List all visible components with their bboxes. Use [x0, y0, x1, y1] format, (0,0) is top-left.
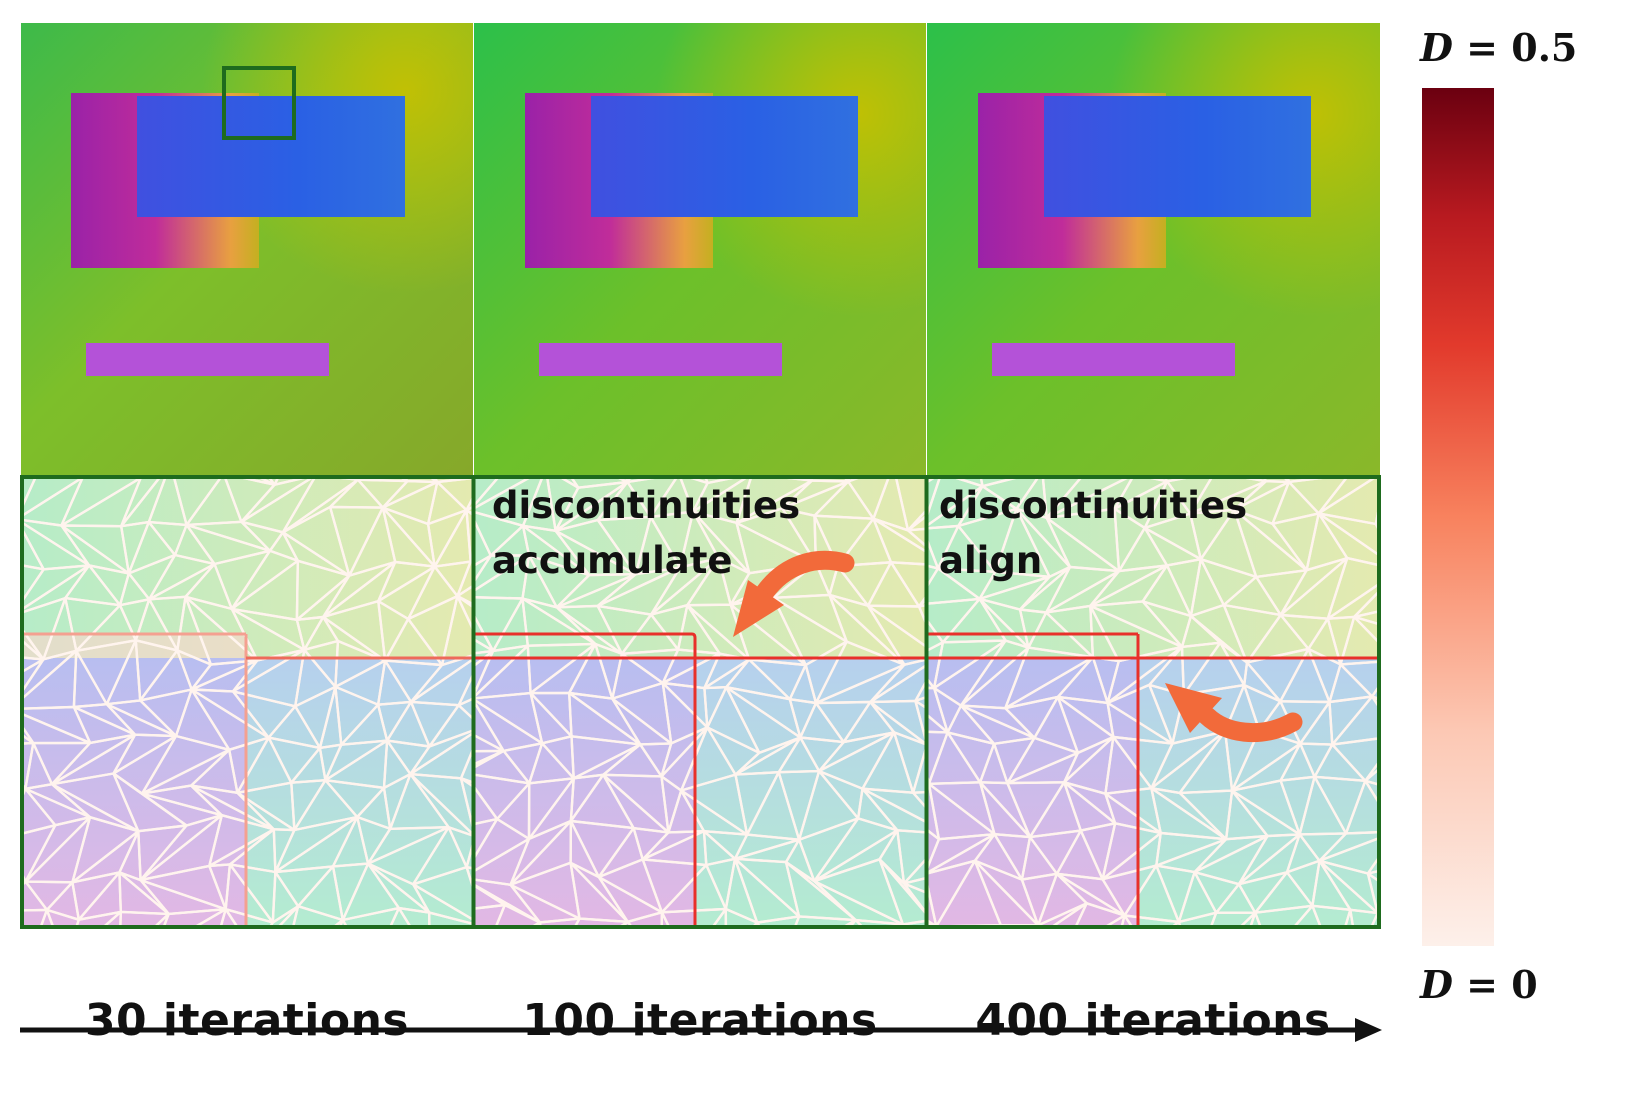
mesh-zoom-100 — [474, 476, 926, 928]
mesh-frame — [20, 475, 1381, 929]
curved-arrow-icon — [1165, 683, 1303, 743]
top-panel-30 — [21, 23, 473, 475]
field-image-30 — [21, 23, 473, 475]
mesh-panel-400 — [927, 476, 1380, 928]
field-image-100 — [474, 23, 926, 475]
curved-arrow-icon — [733, 550, 855, 637]
colorbar-min-label: D = 0 — [1420, 962, 1538, 1007]
colorbar-max-label: D = 0.5 — [1420, 25, 1578, 70]
annotation-accumulate: discontinuities accumulate — [492, 484, 801, 582]
top-panel-400 — [927, 23, 1380, 475]
mesh-zoom-400 — [927, 476, 1380, 928]
mesh-zoom-30 — [21, 476, 473, 928]
mesh-panel-100 — [474, 476, 926, 928]
column-label-100: 100 iterations — [522, 995, 878, 1046]
zoom-box — [222, 66, 296, 140]
progress-arrow-icon — [20, 1018, 1382, 1042]
column-label-30: 30 iterations — [84, 995, 410, 1046]
top-panel-100 — [474, 23, 926, 475]
annotation-align: discontinuities align — [939, 484, 1248, 582]
colorbar — [1422, 88, 1494, 946]
annotation-arrows — [733, 550, 1303, 743]
column-label-400: 400 iterations — [975, 995, 1331, 1046]
field-image-400 — [927, 23, 1380, 475]
mesh-panel-30 — [21, 476, 473, 928]
